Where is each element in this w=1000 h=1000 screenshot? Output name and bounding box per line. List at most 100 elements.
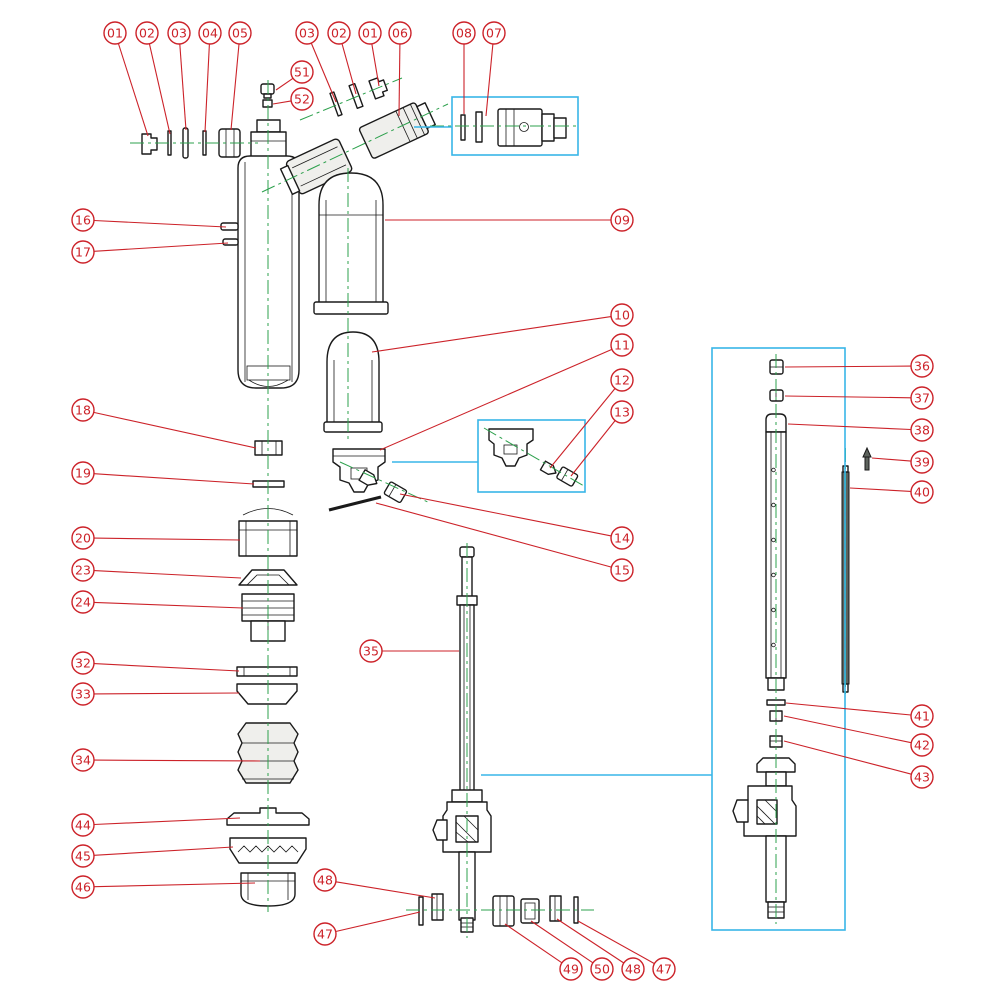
callout-17: 17 [71, 240, 229, 264]
leader-line-18 [93, 411, 257, 449]
callout-number-01: 01 [362, 26, 378, 41]
leader-line-37 [784, 395, 912, 399]
callout-bubble-47 [652, 957, 676, 981]
callout-number-41: 41 [914, 709, 930, 724]
leader-line-48 [335, 881, 436, 899]
leader-line-34 [93, 759, 261, 762]
callout-bubble-02 [327, 21, 351, 45]
callout-bubble-49 [559, 957, 583, 981]
callout-number-06: 06 [392, 26, 408, 41]
leader-line-06 [398, 43, 401, 117]
callout-number-33: 33 [75, 687, 91, 702]
part-adjuster-washer-a [329, 91, 343, 117]
centerline-detail2-axis [483, 427, 585, 487]
callout-number-16: 16 [75, 213, 91, 228]
callout-42: 42 [783, 715, 934, 757]
callout-number-40: 40 [914, 485, 930, 500]
leader-line-20 [93, 537, 241, 541]
callout-bubble-35 [359, 639, 383, 663]
callout-bubble-20 [71, 526, 95, 550]
callout-52: 52 [272, 87, 314, 111]
part-end-cap [141, 133, 158, 155]
leader-line-03 [179, 43, 187, 131]
leader-line-04 [204, 43, 210, 133]
callout-number-20: 20 [75, 531, 91, 546]
leader-line-05 [230, 43, 240, 131]
leader-line-49 [504, 923, 563, 964]
callout-39: 39 [871, 450, 934, 474]
leader-line-12 [549, 388, 616, 469]
callout-bubble-03 [167, 21, 191, 45]
leader-line-41 [785, 702, 912, 716]
callout-number-24: 24 [75, 595, 91, 610]
part-detail-washer-b [475, 111, 483, 143]
callout-20: 20 [71, 526, 241, 550]
callout-bubble-32 [71, 651, 95, 675]
callout-bubble-06 [388, 21, 412, 45]
callout-number-35: 35 [363, 644, 379, 659]
leader-line-14 [399, 493, 612, 537]
callout-number-02: 02 [139, 26, 155, 41]
leader-line-16 [93, 219, 227, 228]
centerline-adjuster-cap-axis [299, 77, 403, 121]
callout-47: 47 [313, 911, 421, 946]
highlight-layer [392, 96, 846, 931]
callout-bubble-11 [610, 333, 634, 357]
part-adjuster-body [497, 108, 567, 147]
leader-line-50 [530, 920, 594, 964]
parts-layer [141, 77, 872, 933]
part-screw-lower [222, 238, 239, 246]
detail-box-2 [477, 419, 586, 493]
callout-number-19: 19 [75, 466, 91, 481]
callout-bubble-36 [910, 354, 934, 378]
callout-number-08: 08 [456, 26, 472, 41]
part-adjuster-washer-b [348, 82, 364, 110]
detail-box-1 [451, 96, 579, 156]
part-collar-right [549, 895, 562, 922]
centerline-adjuster-axis [261, 103, 449, 193]
leader-line-36 [784, 365, 912, 368]
callout-10: 10 [371, 303, 634, 353]
part-bushing-bottom [492, 895, 515, 927]
callout-number-47: 47 [656, 962, 672, 977]
callout-14: 14 [399, 493, 634, 550]
callout-bubble-37 [910, 386, 934, 410]
callout-number-49: 49 [563, 962, 579, 977]
callout-number-11: 11 [614, 338, 630, 353]
callout-number-03: 03 [299, 26, 315, 41]
callout-51: 51 [275, 60, 314, 91]
leader-line-39 [871, 457, 912, 462]
callout-36: 36 [784, 354, 934, 378]
callout-number-46: 46 [75, 880, 91, 895]
callout-number-36: 36 [914, 359, 930, 374]
callout-45: 45 [71, 844, 234, 868]
callout-bubble-14 [610, 526, 634, 550]
callout-48: 48 [313, 868, 436, 899]
leader-line-40 [849, 487, 912, 492]
callout-number-15: 15 [614, 563, 630, 578]
callout-number-09: 09 [614, 213, 630, 228]
leader-line-17 [93, 242, 229, 252]
part-shock-body [313, 172, 389, 315]
leader-line-43 [783, 740, 912, 775]
leader-line-32 [93, 663, 240, 672]
callout-43: 43 [783, 740, 934, 789]
callout-bubble-13 [610, 400, 634, 424]
callout-number-12: 12 [614, 373, 630, 388]
part-cone-fitting [358, 469, 378, 486]
centerline-sealhead-axis [339, 461, 431, 504]
leader-line-47 [335, 911, 421, 933]
callout-05: 05 [228, 21, 252, 131]
callout-bubble-07 [482, 21, 506, 45]
callout-02: 02 [135, 21, 171, 135]
callout-01: 01 [358, 21, 382, 87]
part-clevis-assembly [732, 785, 797, 919]
part-bump-rubber [237, 722, 299, 784]
callout-number-18: 18 [75, 403, 91, 418]
callout-16: 16 [71, 208, 227, 232]
leader-line-38 [787, 423, 912, 431]
callout-37: 37 [784, 386, 934, 410]
